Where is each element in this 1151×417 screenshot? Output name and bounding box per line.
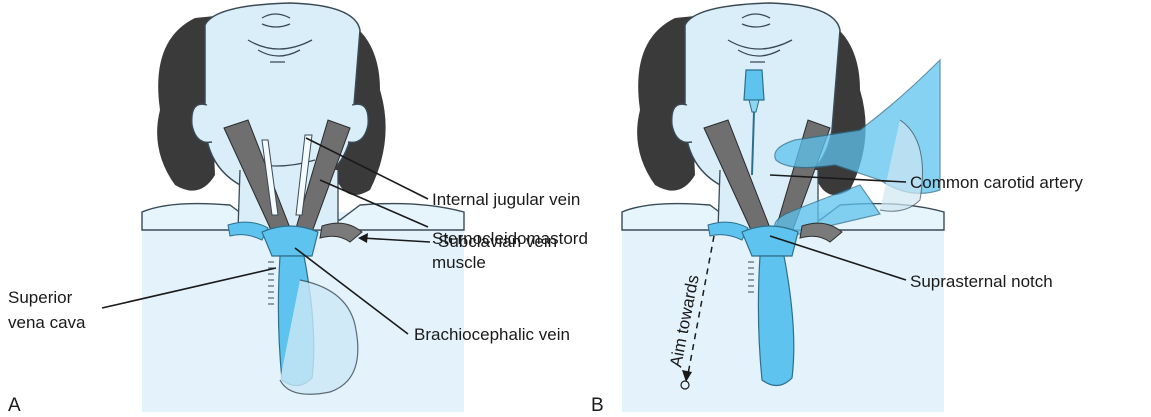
label-common-carotid-artery: Common carotid artery <box>910 173 1083 192</box>
label-superior-vena-cava-line2: vena cava <box>8 313 86 332</box>
panel-letter-a: A <box>8 395 21 416</box>
brachiocephalic-vein-b <box>742 226 798 256</box>
label-suprasternal-notch: Suprasternal notch <box>910 272 1053 291</box>
syringe-barrel <box>744 70 764 100</box>
brachiocephalic-vein <box>262 226 318 256</box>
label-superior-vena-cava-line1: Superior <box>8 288 73 307</box>
label-subclavian-vein: Subclavian vein <box>438 232 557 251</box>
label-internal-jugular-vein: Internal jugular vein <box>432 190 580 209</box>
panel-letter-b: B <box>591 395 604 416</box>
panel-a-figure <box>142 3 464 412</box>
label-sternocleidomastoid-line2: muscle <box>432 253 486 272</box>
label-brachiocephalic-vein: Brachiocephalic vein <box>414 325 570 344</box>
